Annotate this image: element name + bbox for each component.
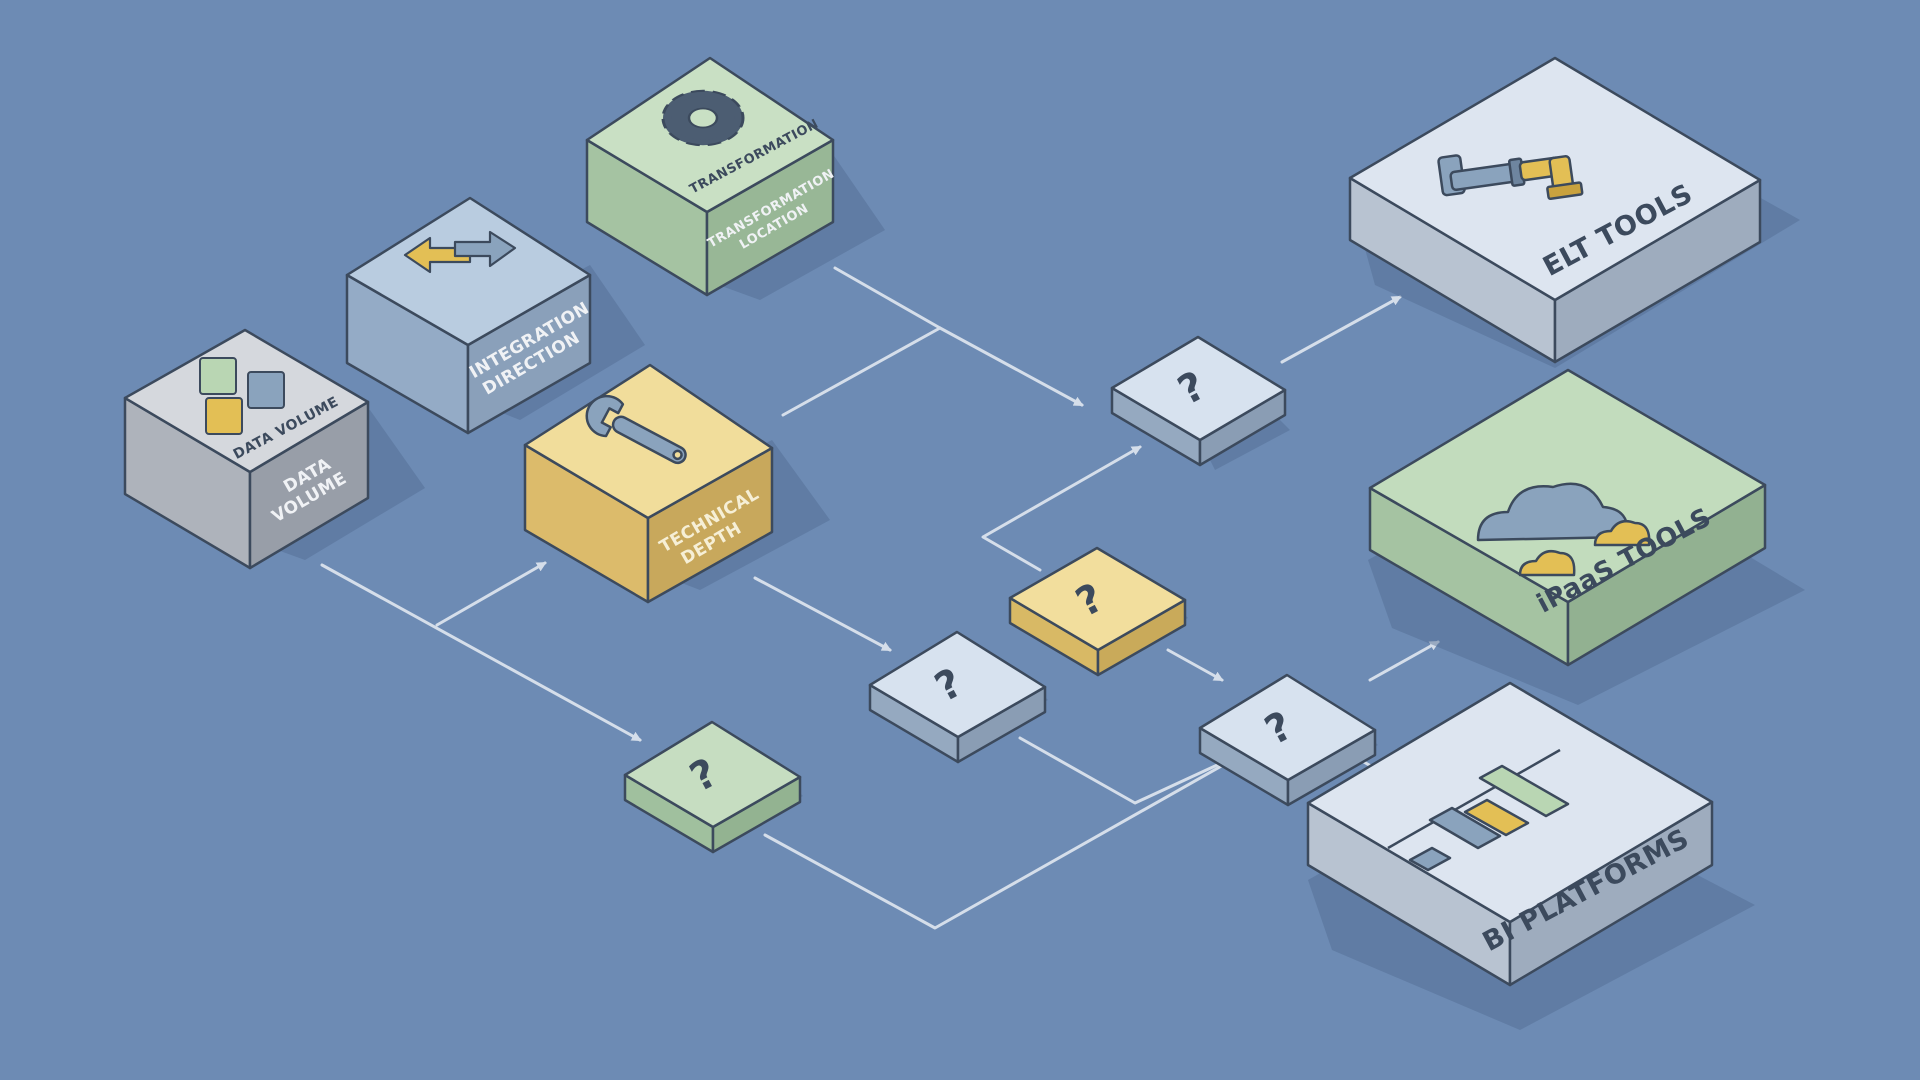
outcome-bi-platforms: BI PLATFORMS xyxy=(1306,681,1755,1030)
connector-q-green-to-q-right xyxy=(763,758,1234,930)
connector-q-yellow-to-q-top xyxy=(981,445,1142,572)
decision-q-right: ? xyxy=(1198,673,1378,807)
connector-transformation-to-q-top xyxy=(833,266,1084,407)
wrench-icon xyxy=(585,394,687,465)
connector-q-right-to-ipaas xyxy=(1368,640,1440,682)
outcome-elt-tools: ELT TOOLS xyxy=(1348,56,1800,368)
factor-technical-depth: TECHNICAL DEPTH xyxy=(523,363,830,604)
connector-q-top-to-elt xyxy=(1280,295,1402,364)
connector-q-yellow-to-q-right xyxy=(1166,648,1224,682)
factor-integration-direction: INTEGRATION DIRECTION xyxy=(345,196,645,435)
gear-icon xyxy=(661,89,745,147)
decision-q-yellow: ? xyxy=(1008,546,1188,677)
connector-datavolume-to-q-green xyxy=(320,563,642,742)
bar-chart-icon xyxy=(1387,748,1570,872)
decision-q-green: ? xyxy=(623,720,803,854)
two-way-arrows-icon xyxy=(403,230,517,274)
decision-q-top: ? xyxy=(1110,335,1290,470)
factor-transformation-location: TRANSFORMATION TRANSFORMATION LOCATION xyxy=(585,56,885,300)
connector-technical-to-q-mid xyxy=(753,576,892,652)
cubes-icon xyxy=(199,357,285,435)
decision-q-mid: ? xyxy=(868,630,1048,764)
cloud-icon xyxy=(1476,482,1651,577)
outcome-ipaas-tools: iPaaS TOOLS xyxy=(1368,368,1805,705)
factor-data-volume: DATA VOLUME DATA VOLUME xyxy=(123,328,425,570)
connector-q-mid-to-q-right xyxy=(1018,736,1230,805)
pipe-icon xyxy=(1437,154,1584,200)
connector-datavolume-to-technical xyxy=(435,561,547,627)
connector-merge-branch xyxy=(781,326,942,417)
